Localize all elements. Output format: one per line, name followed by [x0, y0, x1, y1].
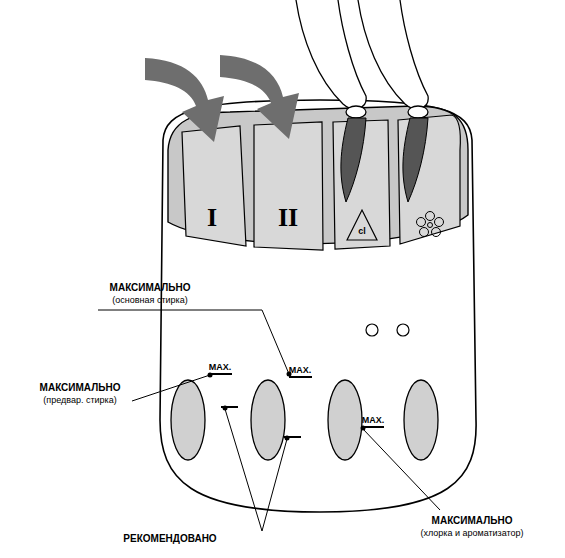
finger [296, 0, 366, 109]
indicator [366, 324, 378, 336]
pour-arrow [220, 55, 299, 139]
compartment-number: I [207, 203, 217, 233]
level-windows [171, 380, 438, 460]
callout-label: МАКСИМАЛЬНО [40, 382, 121, 394]
max-mark: MAX. [289, 365, 312, 375]
callout-note: (предвар. стирка) [43, 395, 116, 405]
compartment-number: II [278, 203, 298, 233]
max-mark: MAX. [362, 415, 385, 425]
callout-label: МАКСИМАЛЬНО [432, 515, 513, 527]
finger [358, 0, 428, 109]
callout-note: (хлорка и ароматизатор) [420, 528, 523, 538]
softener-symbol [417, 212, 444, 237]
leader-dots [208, 372, 366, 441]
chlorine-symbol [347, 210, 377, 240]
siphon-cap [408, 106, 428, 118]
chlorine-mark: cl [358, 226, 366, 236]
drawer-body [160, 100, 476, 512]
level-marks [209, 374, 384, 437]
compartment [398, 115, 460, 244]
callout-label: МАКСИМАЛЬНО [110, 282, 191, 294]
leader-lines [98, 310, 440, 531]
siphon-cap [346, 106, 366, 118]
siphon-tube [403, 118, 428, 202]
siphon-tube [341, 118, 366, 202]
compartment [182, 126, 246, 246]
indicator [397, 324, 409, 336]
callout-note: (основная стирка) [112, 295, 187, 305]
compartment [254, 122, 323, 250]
callout-label: РЕКОМЕНДОВАНО [123, 533, 216, 545]
max-mark: MAX. [209, 362, 232, 372]
pour-arrow [145, 58, 224, 142]
